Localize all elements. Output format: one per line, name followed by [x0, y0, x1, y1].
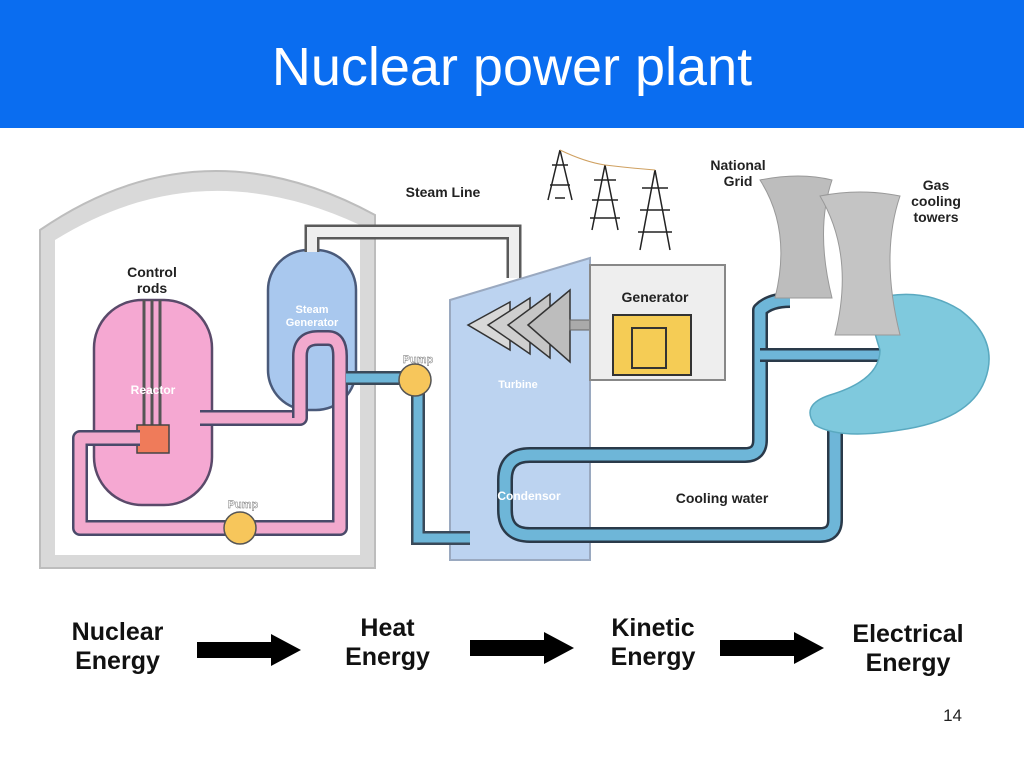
flow-arrow-icon	[197, 634, 301, 666]
pump-bottom-label: Pump	[228, 499, 259, 511]
generator-label: Generator	[622, 289, 689, 305]
flow-step-kinetic-energy: Kinetic Energy	[610, 614, 696, 671]
flow-step-heat-energy: Heat Energy	[345, 614, 430, 671]
turbine-blades	[466, 288, 571, 364]
flow-arrow-icon	[720, 632, 824, 664]
flow-step-nuclear-energy: Nuclear Energy	[71, 618, 164, 675]
cooling-water-loop-fill	[499, 294, 841, 541]
energy-flow: Nuclear Energy Heat Energy Kinetic Energ…	[0, 600, 1024, 700]
slide-title: Nuclear power plant	[271, 37, 753, 97]
generator-unit-inner	[631, 327, 667, 369]
cooling-tower	[819, 191, 901, 336]
cooling-water-label: Cooling water	[676, 490, 769, 506]
title-bar	[0, 0, 1024, 128]
steam-generator-coil-fill	[294, 332, 346, 418]
steam-line-label: Steam Line	[406, 184, 481, 200]
pump-top-label: Pump	[403, 354, 434, 366]
pump-bottom	[223, 511, 257, 545]
steam-line-pipe-fill	[307, 227, 519, 278]
cooling-tower	[759, 175, 833, 299]
power-pylons	[547, 149, 672, 251]
page-number: 14	[943, 706, 962, 725]
cooling-lake	[809, 293, 990, 435]
flow-step-electrical-energy: Electrical Energy	[852, 620, 964, 677]
reactor-label: Reactor	[131, 383, 176, 397]
flow-arrow-icon	[470, 632, 574, 664]
turbine-label: Turbine	[498, 379, 538, 391]
pump-top	[398, 363, 432, 397]
condensor-label: Condensor	[497, 489, 561, 503]
secondary-loop-pipe-fill	[346, 373, 470, 543]
reactor-core	[136, 424, 170, 454]
